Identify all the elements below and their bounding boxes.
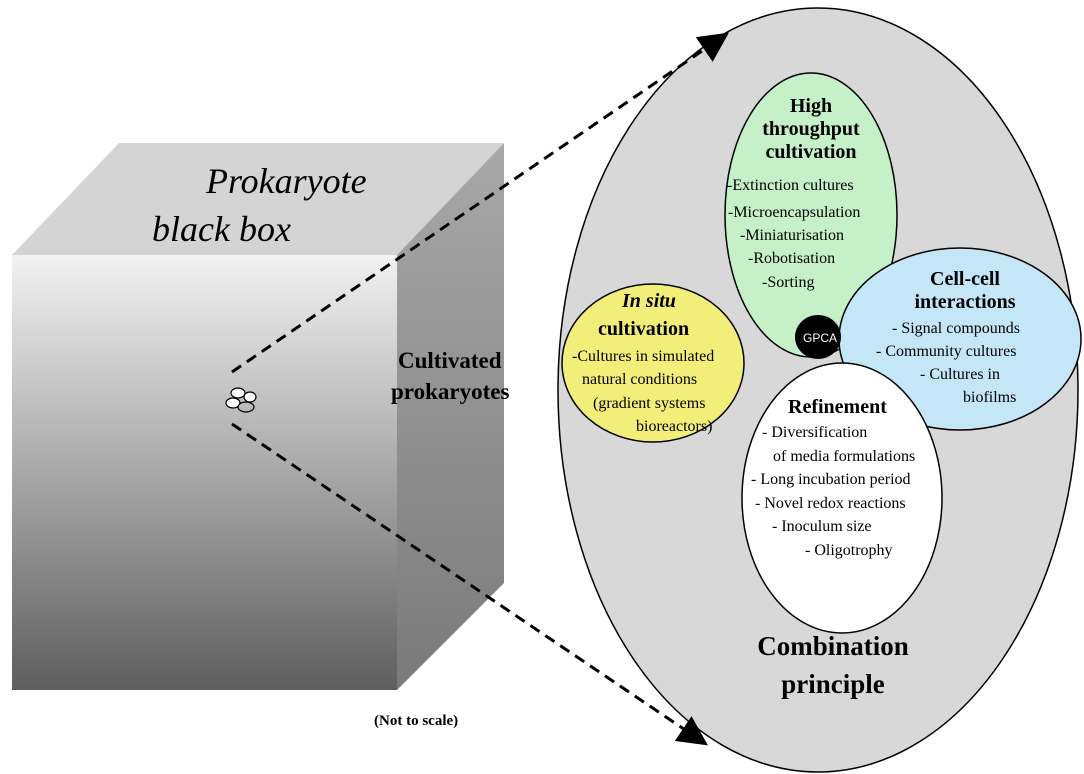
refinement-item: - Long incubation period: [751, 471, 911, 488]
cell-cell-item: - Signal compounds: [892, 320, 1020, 337]
not-to-scale-note: (Not to scale): [374, 713, 459, 729]
in-situ-title-rest: cultivation: [598, 318, 690, 340]
cube-title-line1: Prokaryote: [206, 161, 367, 201]
cube-top-face: [12, 143, 504, 255]
refinement-ellipse: [741, 362, 943, 634]
high-throughput-title-1: High: [789, 95, 833, 117]
combination-line2: principle: [781, 669, 885, 699]
ht-item: -Sorting: [762, 274, 815, 291]
cultivated-label-line1: Cultivated: [398, 348, 502, 373]
in-situ-item: (gradient systems: [593, 395, 706, 412]
refinement-item: - Inoculum size: [772, 518, 872, 535]
gpca-label: GPCA: [803, 331, 838, 345]
refinement-title: Refinement: [788, 396, 887, 418]
gpca-circle: [795, 315, 841, 359]
refinement-item: of media formulations: [773, 448, 916, 465]
high-throughput-title-3: cultivation: [765, 141, 857, 163]
refinement-item: - Diversification: [762, 424, 868, 441]
cell-cell-item: biofilms: [963, 389, 1017, 406]
prokaryote-cells-icon: [225, 387, 257, 413]
ht-item: -Extinction cultures: [727, 177, 854, 194]
combination-line1: Combination: [757, 631, 909, 661]
in-situ-item: -Cultures in simulated: [572, 348, 715, 365]
in-situ-item: natural conditions: [582, 371, 698, 388]
ht-item: -Robotisation: [748, 250, 836, 267]
in-situ-item: bioreactors): [636, 418, 713, 435]
high-throughput-title-2: throughput: [762, 118, 860, 140]
cultivated-label-line2: prokaryotes: [391, 379, 510, 404]
in-situ-title-italic: In situ: [622, 290, 676, 312]
ht-item: -Microencapsulation: [728, 204, 861, 221]
cell-cell-title-1: Cell-cell: [930, 268, 1000, 290]
upper-arrow: [231, 32, 729, 374]
combination-label: Combination principle: [718, 627, 948, 703]
cell-cell-title-2: interactions: [914, 291, 1016, 313]
high-throughput-text: High throughput cultivation: [711, 95, 911, 164]
cell-cell-text: Cell-cell interactions: [890, 268, 1040, 314]
cube-title-line2: black box: [152, 209, 291, 249]
refinement-item: - Oligotrophy: [805, 542, 893, 559]
cube-side-face: [397, 143, 504, 690]
cell-cell-item: - Community cultures: [876, 343, 1017, 360]
in-situ-ellipse: [561, 283, 745, 443]
cell-cell-item: - Cultures in: [920, 366, 1000, 383]
cube-front-face: [12, 255, 397, 690]
refinement-item: - Novel redox reactions: [755, 495, 906, 512]
ht-item: -Miniaturisation: [740, 227, 844, 244]
lower-arrow: [231, 422, 708, 746]
